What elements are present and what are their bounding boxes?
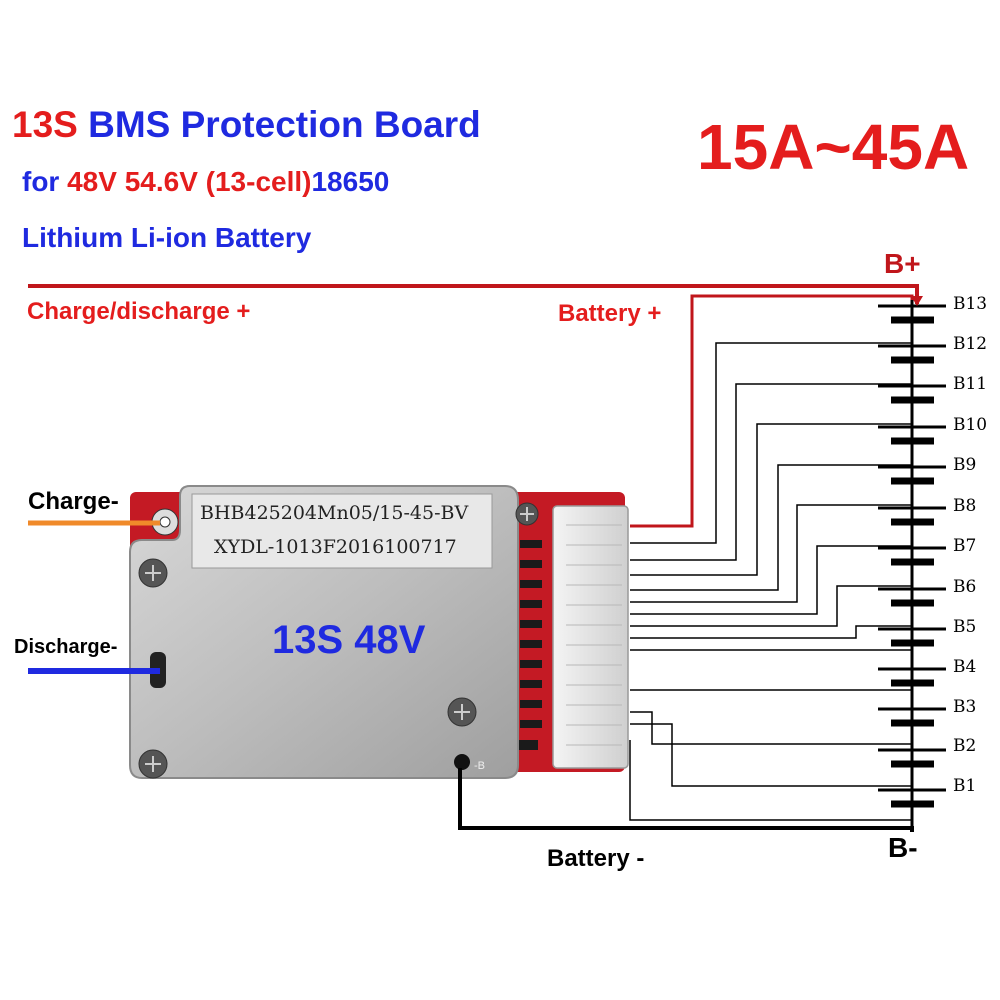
label-b-plus: B+ [884,248,921,279]
cell-label-b13: B13 [953,294,988,314]
cell-label-b1: B1 [953,776,977,796]
cell-label-b5: B5 [953,617,977,637]
label-plate [191,493,493,569]
balance-wires [629,342,913,821]
cell-label-b12: B12 [953,334,988,354]
label-battery-plus: Battery + [558,300,662,327]
title-voltage: 48V 54.6V (13-cell) [67,166,312,197]
board-label-line-1: BHB425204Mn05/15-45-BV [200,502,469,524]
cell-label-b11: B11 [953,374,988,394]
battery-stack [878,300,946,832]
screw [138,502,539,779]
balance-connector [552,505,629,769]
cell-label-b10: B10 [953,415,988,435]
label-b-minus: B- [888,832,918,863]
title-for: for [22,166,68,197]
label-charge-discharge-plus: Charge/discharge + [27,298,251,325]
title-line-2: for 48V 54.6V (13-cell)18650 [22,166,389,198]
title-line-1: 13S BMS Protection Board [12,104,481,146]
board-model-text: 13S 48V [272,618,426,662]
board-label-line-2: XYDL-1013F2016100717 [214,536,457,558]
board-pin-mark: -B [474,760,485,772]
cell-label-b7: B7 [953,536,977,556]
title-line-3: Lithium Li-ion Battery [22,222,312,253]
battery-minus-wire [458,768,914,832]
label-charge-minus: Charge- [28,488,119,515]
current-range: 15A~45A [697,111,970,183]
title-bms-protection-board: BMS Protection Board [88,104,481,145]
label-battery-minus: Battery - [547,845,645,872]
cell-label-b2: B2 [953,736,977,756]
cell-label-b6: B6 [953,577,977,597]
label-discharge-minus: Discharge- [14,636,118,658]
title-13s: 13S [12,104,89,145]
battery-plus-wire [630,294,914,528]
cell-label-b8: B8 [953,496,977,516]
title-18650: 18650 [311,166,390,197]
cell-label-b9: B9 [953,455,977,475]
cell-label-b4: B4 [953,657,977,677]
cell-label-b3: B3 [953,697,977,717]
